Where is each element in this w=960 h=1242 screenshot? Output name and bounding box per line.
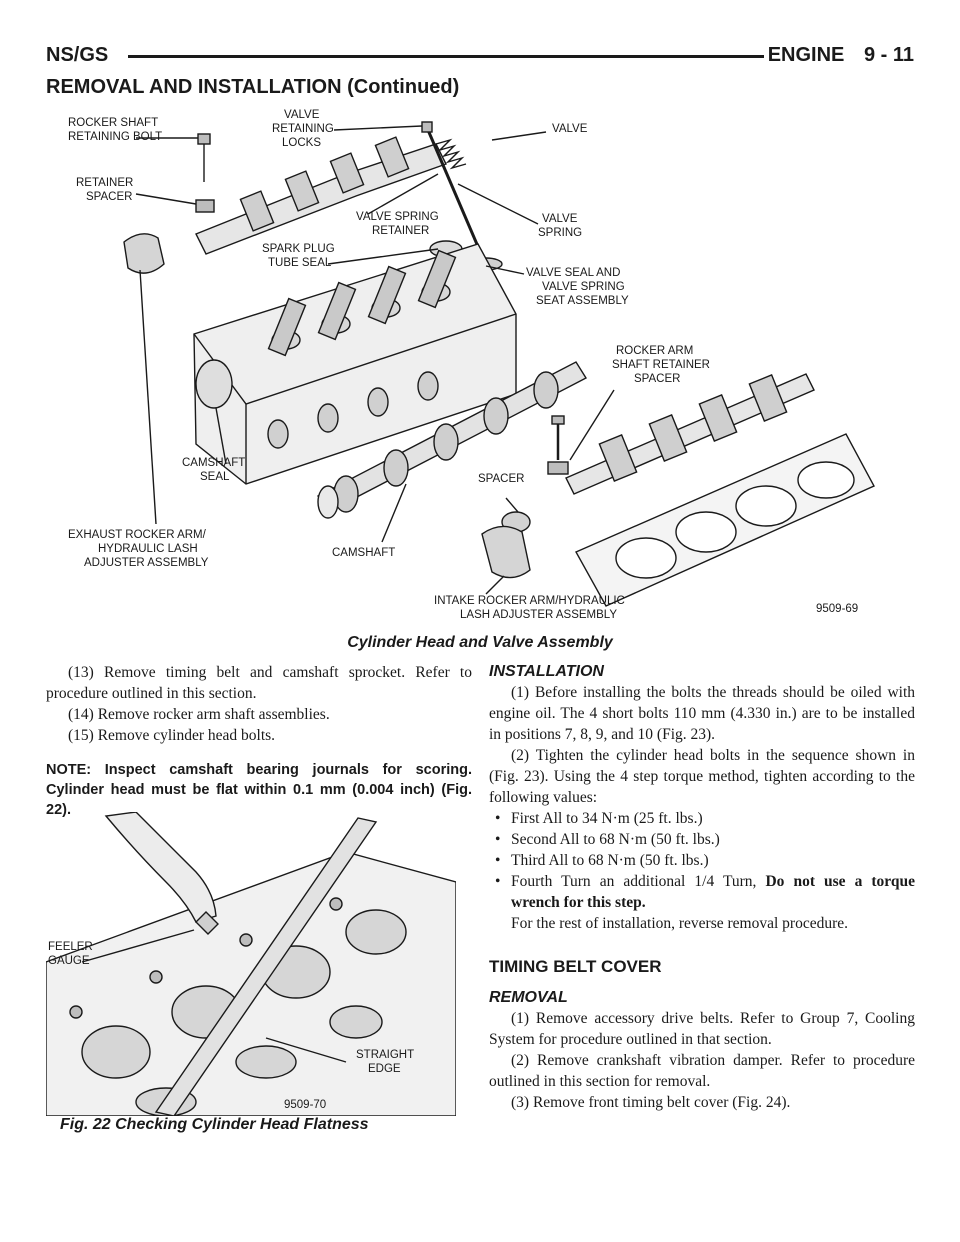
bullet-glyph: • [495, 831, 501, 848]
label-valve-spring-retainer-2: RETAINER [372, 225, 429, 237]
label-spark-plug-tube-seal-2: TUBE SEAL [268, 257, 332, 269]
label-straight-edge-2: EDGE [368, 1063, 401, 1075]
label-rocker-arm-shaft-retainer-spacer-3: SPACER [634, 373, 680, 385]
torque-step-4: • Fourth Turn an additional 1/4 Turn, Do … [489, 871, 915, 913]
label-valve-spring-2: SPRING [538, 227, 582, 239]
torque-step-3: • Third All to 68 N·m (50 ft. lbs.) [489, 850, 915, 871]
label-rocker-shaft-bolt: ROCKER SHAFT [68, 117, 158, 129]
torque-step-2-text: Second All to 68 N·m (50 ft. lbs.) [511, 831, 720, 848]
step-13: (13) Remove timing belt and camshaft spr… [46, 664, 472, 702]
label-feeler-gauge: FEELER [48, 941, 93, 953]
header-right: ENGINE 9 - 11 [754, 44, 914, 67]
label-retainer-spacer-2: SPACER [86, 191, 132, 203]
label-camshaft-seal-2: SEAL [200, 471, 230, 483]
label-rocker-arm-shaft-retainer-spacer-2: SHAFT RETAINER [612, 359, 710, 371]
label-rocker-arm-shaft-retainer-spacer: ROCKER ARM [616, 345, 693, 357]
label-feeler-gauge-2: GAUGE [48, 955, 90, 967]
label-intake-rocker-arm: INTAKE ROCKER ARM/HYDRAULIC [434, 595, 625, 607]
note-flatness: NOTE: Inspect camshaft bearing journals … [46, 762, 472, 818]
continued-heading: REMOVAL AND INSTALLATION (Continued) [46, 76, 460, 98]
figure-flatness-check: FEELER GAUGE STRAIGHT EDGE 9509-70 [46, 812, 456, 1116]
label-rocker-shaft-bolt-2: RETAINING BOLT [68, 131, 162, 143]
torque-step-1: • First All to 34 N·m (25 ft. lbs.) [489, 808, 915, 829]
label-valve-seal-2: VALVE SPRING [542, 281, 625, 293]
label-valve-locks-2: RETAINING [272, 123, 334, 135]
torque-step-1-text: First All to 34 N·m (25 ft. lbs.) [511, 810, 703, 827]
label-valve-locks: VALVE [284, 109, 320, 121]
step-15: (15) Remove cylinder head bolts. [68, 727, 276, 744]
label-camshaft-seal: CAMSHAFT [182, 457, 245, 469]
figure-caption-cylinder-head: Cylinder Head and Valve Assembly [347, 634, 613, 651]
figure2-code: 9509-70 [284, 1099, 326, 1111]
running-header: NS/GS ENGINE 9 - 11 [46, 38, 914, 72]
installation-heading: INSTALLATION [489, 663, 604, 680]
right-column: INSTALLATION (1) Before installing the b… [489, 662, 915, 1113]
label-intake-rocker-arm-2: LASH ADJUSTER ASSEMBLY [460, 609, 617, 621]
figure-code: 9509-69 [816, 603, 858, 615]
label-valve-spring-retainer: VALVE SPRING [356, 211, 439, 223]
label-exhaust-rocker-arm-2: HYDRAULIC LASH [98, 543, 198, 555]
bullet-glyph: • [495, 852, 501, 869]
section-title-timing-belt-cover: TIMING BELT COVER [489, 957, 662, 976]
bullet-glyph: • [495, 810, 501, 827]
removal-step-1: (1) Remove accessory drive belts. Refer … [489, 1010, 915, 1048]
figure-cylinder-head: ROCKER SHAFT RETAINING BOLT RETAINER SPA… [46, 104, 914, 632]
torque-step-2: • Second All to 68 N·m (50 ft. lbs.) [489, 829, 915, 850]
label-spark-plug-tube-seal: SPARK PLUG [262, 243, 335, 255]
label-straight-edge: STRAIGHT [356, 1049, 414, 1061]
figure-caption-flatness: Fig. 22 Checking Cylinder Head Flatness [60, 1116, 369, 1133]
label-spacer: SPACER [478, 473, 524, 485]
torque-step-4-warning: Do not use a torque wrench for this step… [511, 873, 916, 911]
label-valve-seal: VALVE SEAL AND [526, 267, 620, 279]
torque-step-4-text: Fourth Turn an additional 1/4 Turn, [511, 873, 766, 890]
removal-heading: REMOVAL [489, 989, 568, 1006]
cylinder-head-illustration: ROCKER SHAFT RETAINING BOLT RETAINER SPA… [68, 109, 875, 621]
flatness-illustration: FEELER GAUGE STRAIGHT EDGE 9509-70 [46, 812, 456, 1116]
label-camshaft: CAMSHAFT [332, 547, 395, 559]
label-valve-locks-3: LOCKS [282, 137, 321, 149]
label-retainer-spacer: RETAINER [76, 177, 133, 189]
label-exhaust-rocker-arm: EXHAUST ROCKER ARM/ [68, 529, 207, 541]
header-section: ENGINE [767, 44, 845, 66]
removal-step-3: (3) Remove front timing belt cover (Fig.… [511, 1094, 791, 1111]
label-valve-spring: VALVE [542, 213, 578, 225]
install-rest: For the rest of installation, reverse re… [511, 915, 849, 932]
removal-step-2: (2) Remove crankshaft vibration damper. … [489, 1052, 915, 1090]
bullet-glyph: • [495, 873, 501, 890]
install-step-1: (1) Before installing the bolts the thre… [489, 684, 915, 743]
label-valve-seal-3: SEAT ASSEMBLY [536, 295, 629, 307]
header-page-number: 9 - 11 [863, 44, 914, 66]
label-valve: VALVE [552, 123, 588, 135]
install-step-2: (2) Tighten the cylinder head bolts in t… [489, 747, 915, 806]
step-14: (14) Remove rocker arm shaft assemblies. [68, 706, 330, 723]
left-column: (13) Remove timing belt and camshaft spr… [46, 662, 472, 820]
header-model: NS/GS [46, 44, 109, 66]
torque-step-3-text: Third All to 68 N·m (50 ft. lbs.) [511, 852, 709, 869]
header-rule [128, 55, 764, 58]
label-exhaust-rocker-arm-3: ADJUSTER ASSEMBLY [84, 557, 209, 569]
